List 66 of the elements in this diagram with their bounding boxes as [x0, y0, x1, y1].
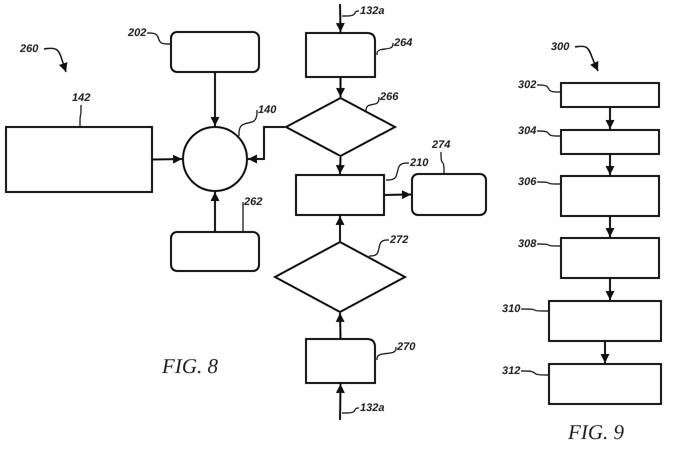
arrow: [336, 312, 345, 338]
reference-number: 310: [502, 303, 520, 315]
arrow: [606, 108, 614, 129]
process-box: [560, 129, 660, 155]
process-box: [560, 82, 660, 108]
arrow: [336, 4, 345, 32]
arrow: [606, 155, 614, 175]
process-box: [295, 174, 385, 216]
reference-number: 270: [397, 341, 416, 353]
leader-line: [537, 84, 560, 93]
leader-line: [521, 370, 548, 376]
process-box: [305, 338, 376, 384]
leader-line: [242, 202, 244, 231]
junction-circle: [182, 126, 248, 192]
arrow: [336, 384, 345, 420]
arrow: [248, 126, 285, 164]
arrow: [606, 217, 614, 237]
leader-line: [238, 110, 258, 136]
process-box: [560, 237, 660, 279]
leader-line: [537, 181, 560, 185]
arrow: [336, 156, 345, 174]
reference-number: 202: [128, 27, 146, 39]
leader-line: [537, 243, 560, 247]
reference-number: 264: [394, 37, 412, 49]
reference-number: 304: [518, 125, 536, 137]
process-box: [548, 300, 662, 342]
reference-number: 260: [20, 43, 38, 55]
leader-line: [79, 105, 82, 126]
reference-number: 266: [380, 91, 398, 103]
reference-number: 274: [432, 139, 450, 151]
arrow: [210, 192, 220, 231]
process-box: [5, 126, 153, 193]
arrow: [336, 78, 345, 97]
reference-number: 272: [390, 234, 408, 246]
arrow: [384, 190, 412, 200]
process-box: [170, 231, 260, 272]
figure-title: FIG. 9: [568, 420, 624, 445]
reference-number: 142: [72, 92, 90, 104]
edge-label: 132a: [360, 402, 384, 414]
arrow: [336, 216, 344, 241]
edge-label: 132a: [360, 5, 384, 17]
reference-number: 312: [502, 365, 520, 377]
reference-number: 306: [518, 176, 536, 188]
process-box: [548, 363, 662, 405]
process-box: [560, 175, 660, 217]
arrow: [210, 73, 220, 126]
decision-diamond: [274, 241, 406, 313]
process-box: [305, 32, 376, 78]
leader-line: [147, 32, 170, 45]
arrow: [606, 279, 614, 300]
leader-line: [365, 97, 380, 112]
process-box: [170, 31, 260, 73]
leader-line: [376, 43, 394, 55]
reference-number: 262: [244, 196, 262, 208]
leader-line: [440, 152, 445, 173]
reference-number: 302: [518, 79, 536, 91]
reference-number: 140: [258, 104, 276, 116]
leader-line: [521, 308, 548, 312]
reference-number: 300: [551, 41, 570, 53]
process-box: [411, 173, 487, 216]
arrow: [600, 342, 610, 363]
leader-line: [537, 130, 560, 137]
arrow: [152, 154, 182, 164]
reference-number: 210: [410, 157, 428, 169]
reference-number: 308: [518, 238, 536, 250]
figure-title: FIG. 8: [162, 354, 218, 379]
